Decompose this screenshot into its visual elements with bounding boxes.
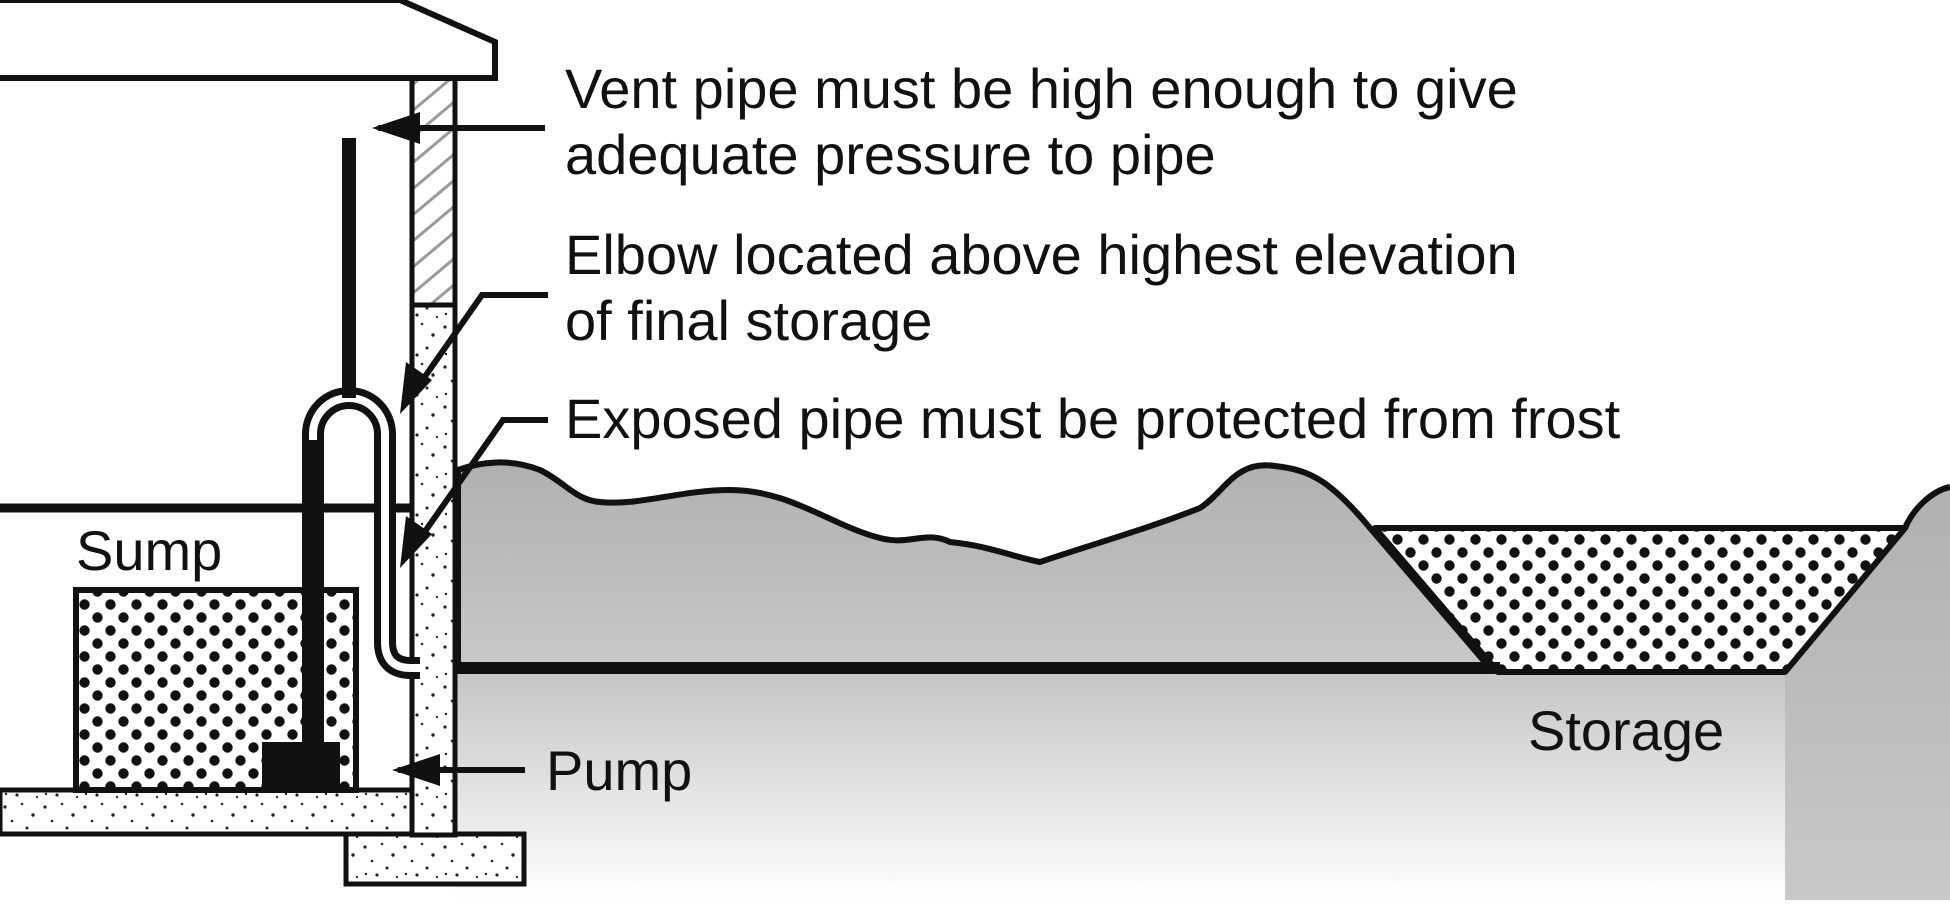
elbow-callout-line2: of final storage xyxy=(565,289,933,352)
pump xyxy=(262,742,340,792)
basement-floor xyxy=(0,787,458,837)
frost-arrow xyxy=(409,417,548,552)
upper-wall xyxy=(409,75,458,308)
right-bank xyxy=(1785,486,1950,900)
storage-label: Storage xyxy=(1528,699,1725,762)
ground-surface xyxy=(455,459,1493,671)
frost-callout: Exposed pipe must be protected from fros… xyxy=(565,387,1621,450)
underground-area xyxy=(455,668,1950,900)
storage-pit xyxy=(1372,525,1908,675)
elbow-arrow xyxy=(409,292,548,397)
vent-pipe-callout: Vent pipe must be high enough to give ad… xyxy=(565,56,1518,188)
vent-callout-line1: Vent pipe must be high enough to give xyxy=(565,57,1518,120)
sump-label: Sump xyxy=(76,519,223,582)
vent-arrowhead xyxy=(372,112,420,144)
elbow-callout-line1: Elbow located above highest elevation xyxy=(565,223,1518,286)
pump-label: Pump xyxy=(546,739,693,802)
vent-callout-line2: adequate pressure to pipe xyxy=(565,123,1216,186)
house-roof xyxy=(0,0,498,81)
wall-footing xyxy=(343,831,527,887)
frost-arrowhead xyxy=(400,516,432,568)
elbow-arrowhead xyxy=(400,362,432,414)
elbow-callout: Elbow located above highest elevation of… xyxy=(565,222,1518,354)
pump-arrowhead xyxy=(392,754,440,786)
callout-arrows xyxy=(372,112,548,786)
discharge-pipe-inner xyxy=(309,394,420,742)
